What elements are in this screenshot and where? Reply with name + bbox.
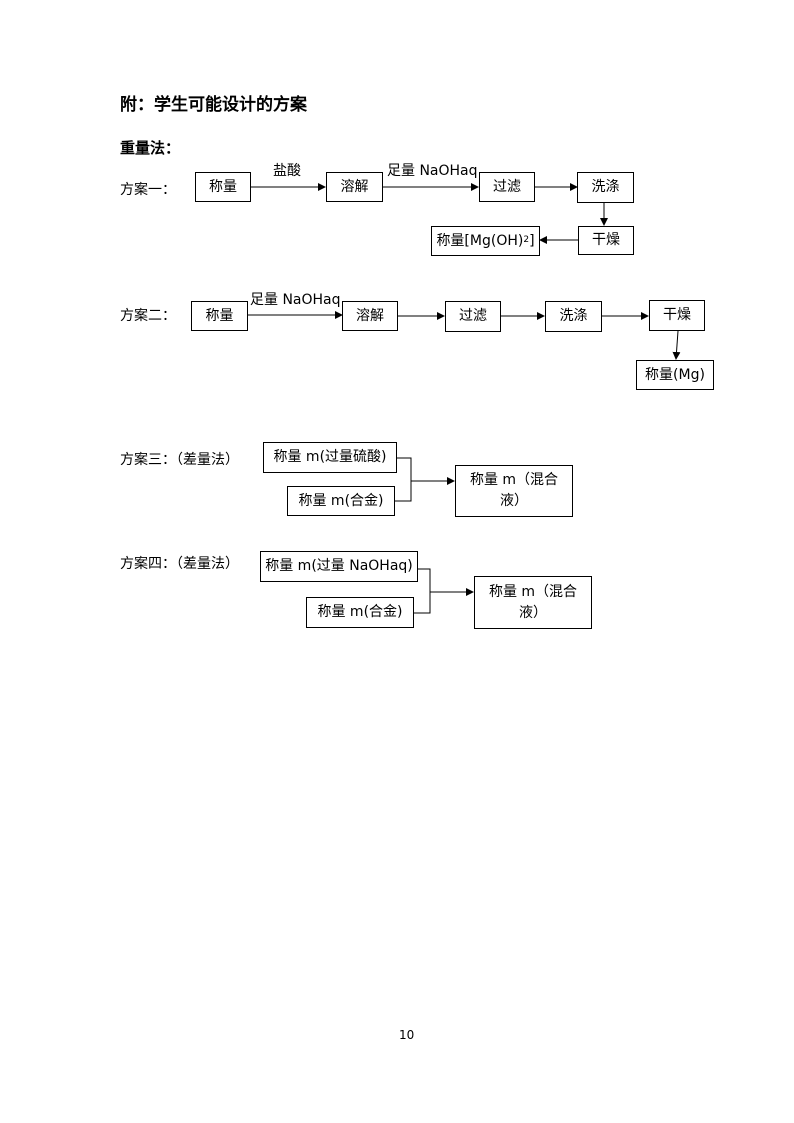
p3-alloy-box: 称量 m(合金) — [287, 486, 395, 516]
p2-dissolve-box: 溶解 — [342, 301, 398, 331]
p1-naoh-label: 足量 NaOHaq — [387, 163, 478, 179]
p3-acid-box: 称量 m(过量硫酸) — [263, 442, 397, 473]
plan4-label: 方案四：（差量法） — [120, 556, 239, 572]
page-number: 10 — [399, 1028, 415, 1042]
arrow-p2-dry-to-result — [672, 330, 681, 360]
p1-weigh-box: 称量 — [195, 172, 251, 202]
page-title: 附：学生可能设计的方案 — [120, 95, 307, 115]
section-heading: 重量法： — [120, 139, 181, 157]
bracket-p3 — [395, 457, 412, 502]
p1-acid-label: 盐酸 — [273, 163, 301, 179]
p4-mix-box: 称量 m（混合液） — [474, 576, 592, 629]
p2-naoh-label: 足量 NaOHaq — [250, 292, 341, 308]
plan2-label: 方案二： — [120, 308, 176, 324]
p1-dissolve-box: 溶解 — [326, 172, 383, 202]
plan3-label: 方案三：（差量法） — [120, 452, 239, 468]
p1-wash-box: 洗涤 — [577, 172, 634, 203]
p4-alloy-box: 称量 m(合金) — [306, 597, 414, 628]
p1-result-subscript: 2 — [523, 235, 530, 246]
p1-result-box: 称量[Mg(OH)2] — [431, 226, 540, 256]
p4-naoh-box: 称量 m(过量 NaOHaq) — [260, 551, 418, 582]
plan1-label: 方案一： — [120, 182, 176, 198]
p1-dry-box: 干燥 — [578, 226, 634, 255]
p1-filter-box: 过滤 — [479, 172, 535, 202]
p2-dry-box: 干燥 — [649, 300, 705, 331]
p3-mix-box: 称量 m（混合液） — [455, 465, 573, 517]
p2-filter-box: 过滤 — [445, 301, 501, 332]
p2-result-box: 称量(Mg) — [636, 360, 714, 390]
bracket-p4 — [414, 568, 431, 614]
p2-wash-box: 洗涤 — [545, 301, 602, 332]
p1-result-prefix: 称量[Mg(OH) — [436, 232, 524, 249]
p1-result-suffix: ] — [529, 232, 535, 249]
p2-weigh-box: 称量 — [191, 301, 248, 331]
